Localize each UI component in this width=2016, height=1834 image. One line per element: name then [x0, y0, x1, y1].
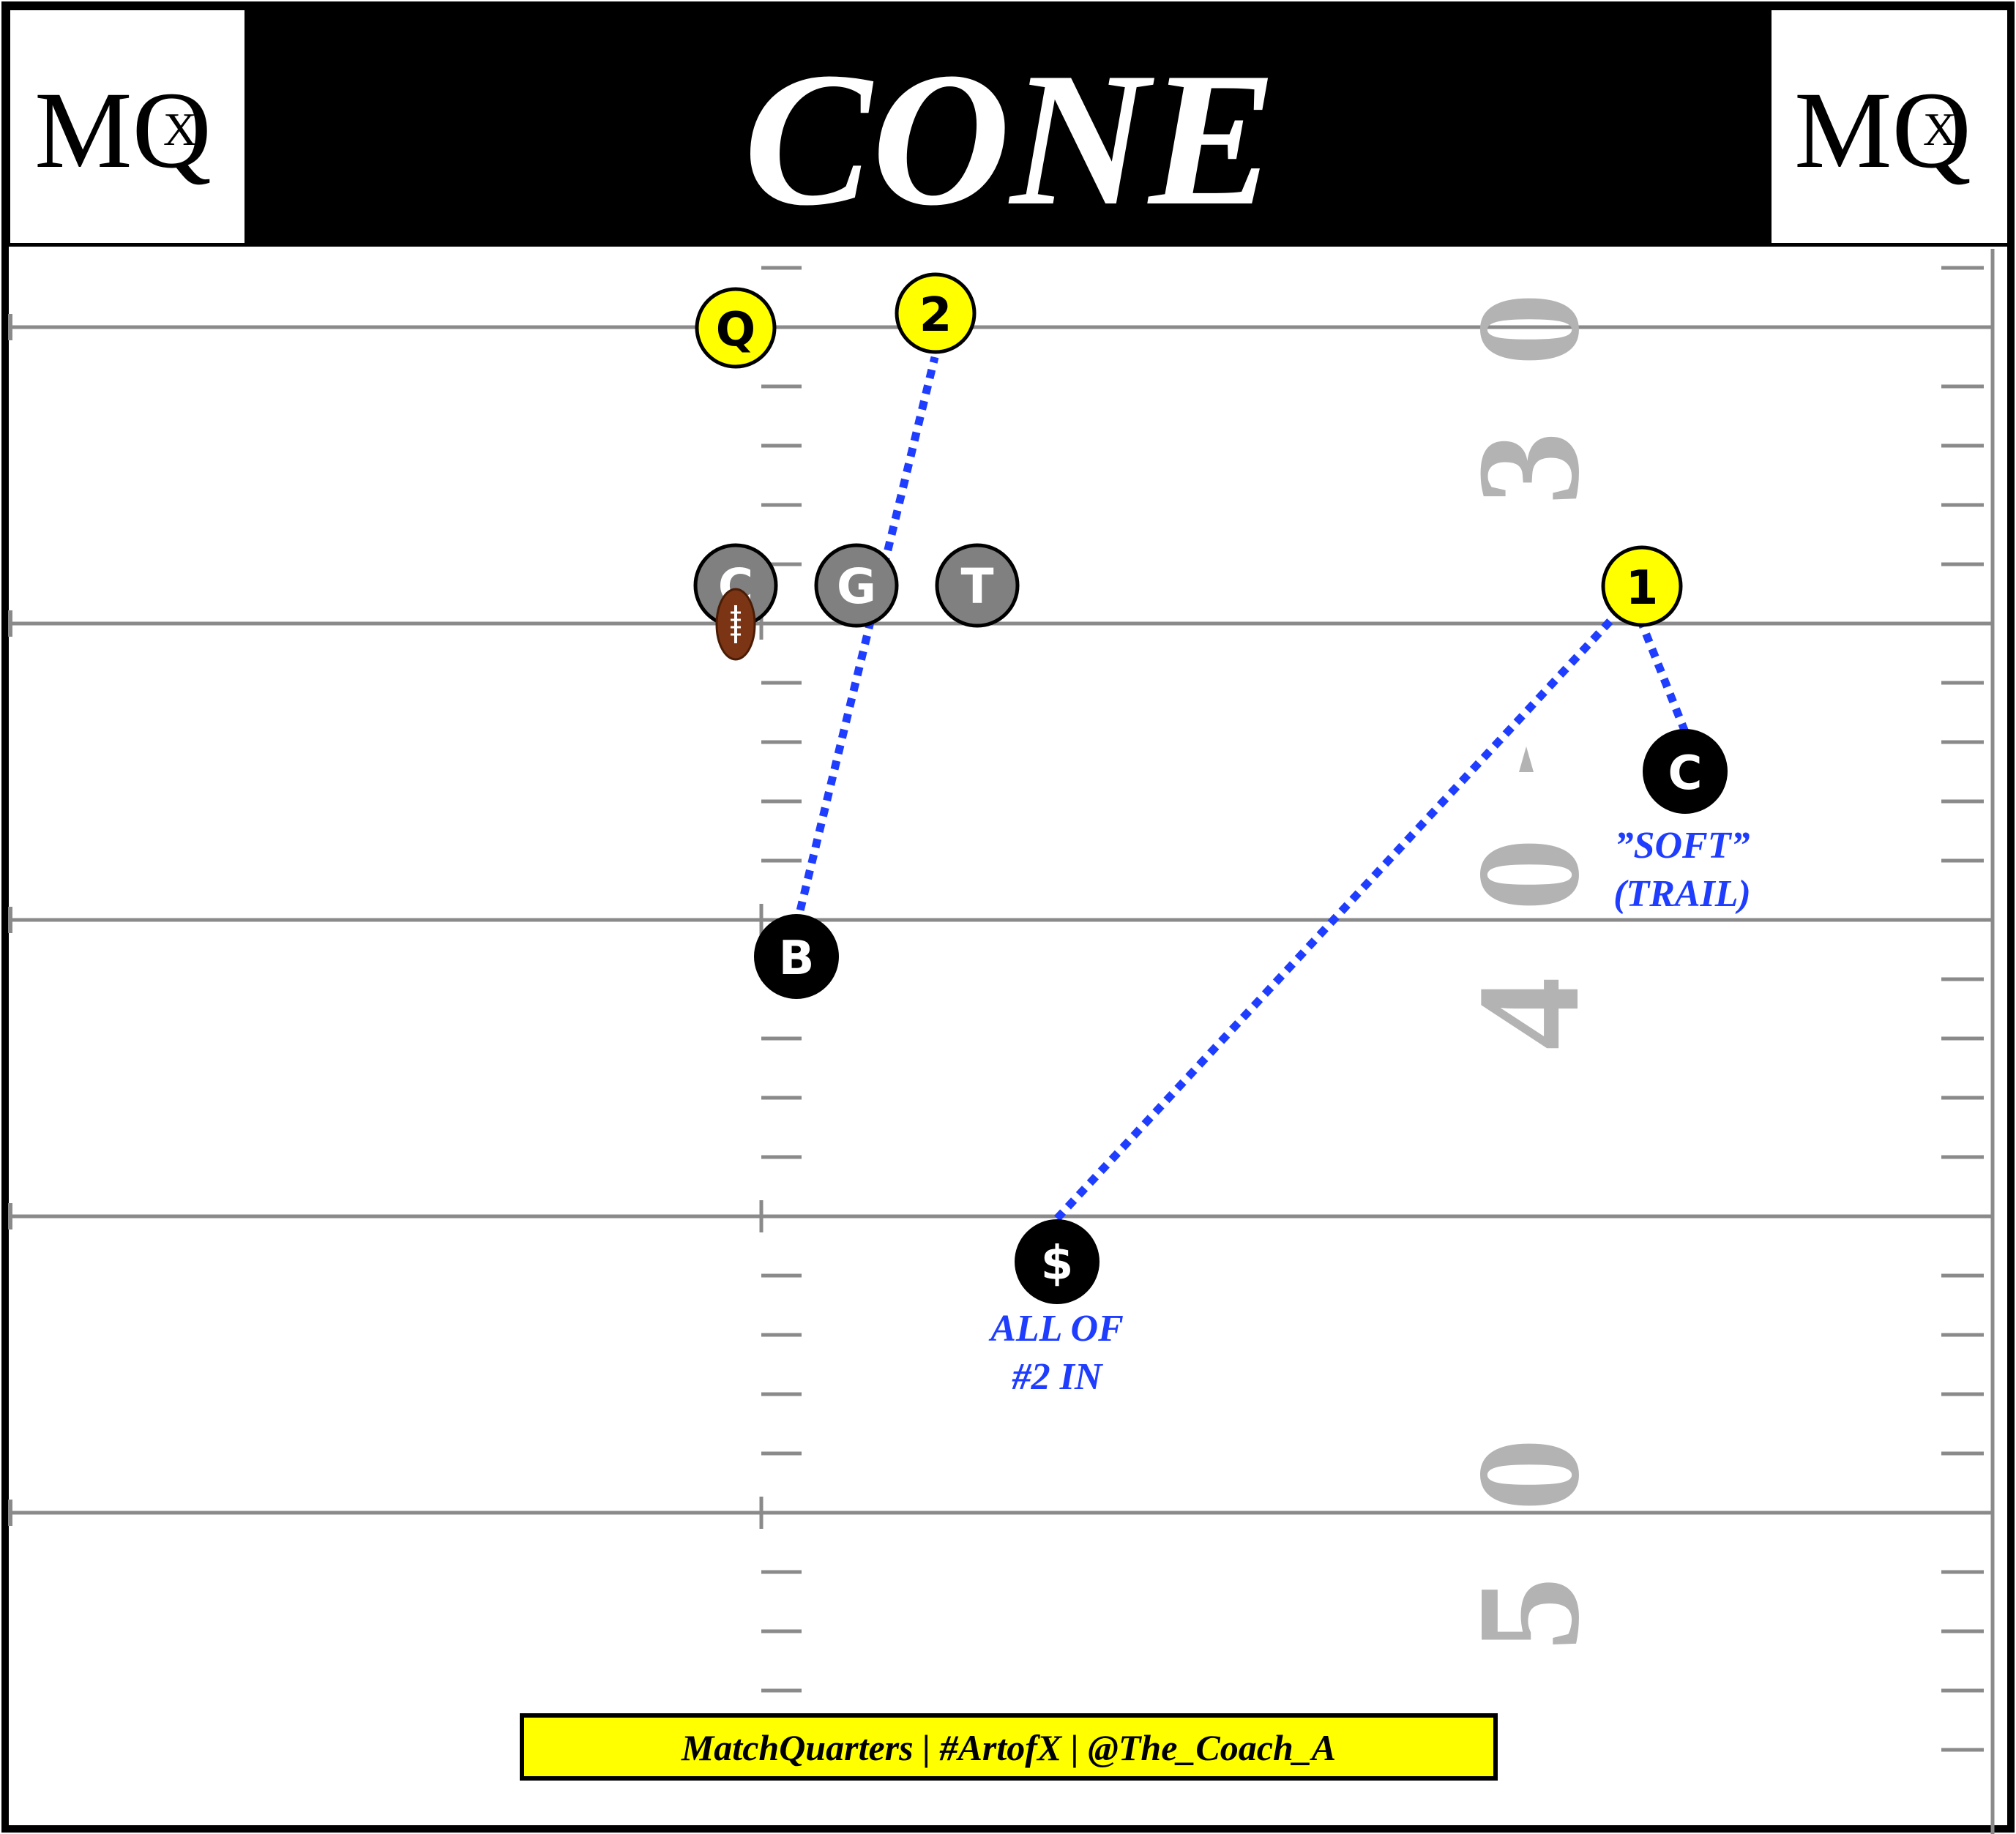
player-guard: G — [814, 543, 899, 628]
hash-marks — [8, 266, 1984, 1752]
player-marker — [754, 914, 839, 999]
assignment-lines — [792, 356, 1690, 1221]
player-label: Q — [716, 303, 755, 357]
footer-text: MatchQuarters | #ArtofX | @The_Coach_A — [681, 1727, 1336, 1768]
logo-left-box — [10, 10, 244, 243]
page-title: CONE — [744, 33, 1277, 245]
player-defender-safety: $ — [1015, 1219, 1100, 1304]
note-line: ALL OF — [988, 1308, 1124, 1350]
yard-number-30: 3 0 — [1448, 293, 1610, 505]
defense-players: B C $ — [754, 729, 1728, 1304]
footer-box — [520, 1713, 1498, 1781]
player-defender-b: B — [754, 914, 839, 999]
yard-number-digit: 4 — [1448, 977, 1610, 1050]
player-label: G — [837, 558, 876, 615]
player-marker — [814, 543, 899, 628]
player-receiver-1: 1 — [1601, 545, 1683, 627]
header-bar — [5, 5, 2011, 247]
yard-number-digit: 0 — [1448, 293, 1610, 366]
player-label: T — [960, 558, 993, 615]
logo-right-main: MQ — [1794, 70, 1971, 191]
player-label: 1 — [1626, 561, 1659, 615]
player-receiver-2: 2 — [895, 272, 977, 354]
player-label: $ — [1041, 1237, 1074, 1291]
player-marker — [1643, 729, 1728, 814]
logo-left-sub: X — [163, 103, 197, 155]
logo-right: MQ X — [1794, 70, 1971, 191]
note-line: ”SOFT” — [1615, 825, 1750, 867]
player-defender-corner: C — [1643, 729, 1728, 814]
football-icon — [715, 588, 756, 661]
player-marker — [895, 272, 977, 354]
offense-players: Q 2 1 — [695, 272, 1683, 627]
player-marker — [695, 287, 777, 369]
yard-number-digit: 0 — [1448, 838, 1610, 911]
logo-left-main: MQ — [34, 70, 212, 191]
assignment-line-safety-to-1 — [1053, 616, 1616, 1221]
player-marker — [1601, 545, 1683, 627]
player-tackle: T — [935, 543, 1020, 628]
yard-direction-arrow — [1519, 746, 1534, 772]
note-safety: ALL OF #2 IN — [988, 1308, 1124, 1398]
logo-left: MQ X — [34, 70, 212, 191]
offensive-line: C G T — [693, 543, 1020, 628]
note-corner: ”SOFT” (TRAIL) — [1613, 825, 1751, 915]
note-line: (TRAIL) — [1613, 873, 1751, 915]
yard-number-50: 5 0 — [1448, 1438, 1610, 1650]
player-label: C — [1668, 746, 1703, 801]
football-field: 3 0 4 0 5 0 — [8, 249, 1995, 1834]
note-line: #2 IN — [1012, 1356, 1104, 1398]
assignment-line-corner-to-1 — [1638, 621, 1690, 734]
yard-number-digit: 0 — [1448, 1438, 1610, 1511]
player-label: B — [779, 932, 815, 986]
logo-right-box — [1772, 10, 2007, 243]
yard-number-digit: 5 — [1448, 1577, 1610, 1650]
player-quarterback: Q — [695, 287, 777, 369]
player-marker — [1015, 1219, 1100, 1304]
yard-number-digit: 3 — [1448, 432, 1610, 505]
player-marker — [935, 543, 1020, 628]
footer-credit: MatchQuarters | #ArtofX | @The_Coach_A — [520, 1713, 1498, 1781]
player-label: 2 — [919, 288, 952, 343]
assignment-line-b-to-2 — [792, 356, 939, 927]
yard-number-40: 4 0 — [1448, 838, 1610, 1050]
logo-right-sub: X — [1923, 103, 1957, 155]
